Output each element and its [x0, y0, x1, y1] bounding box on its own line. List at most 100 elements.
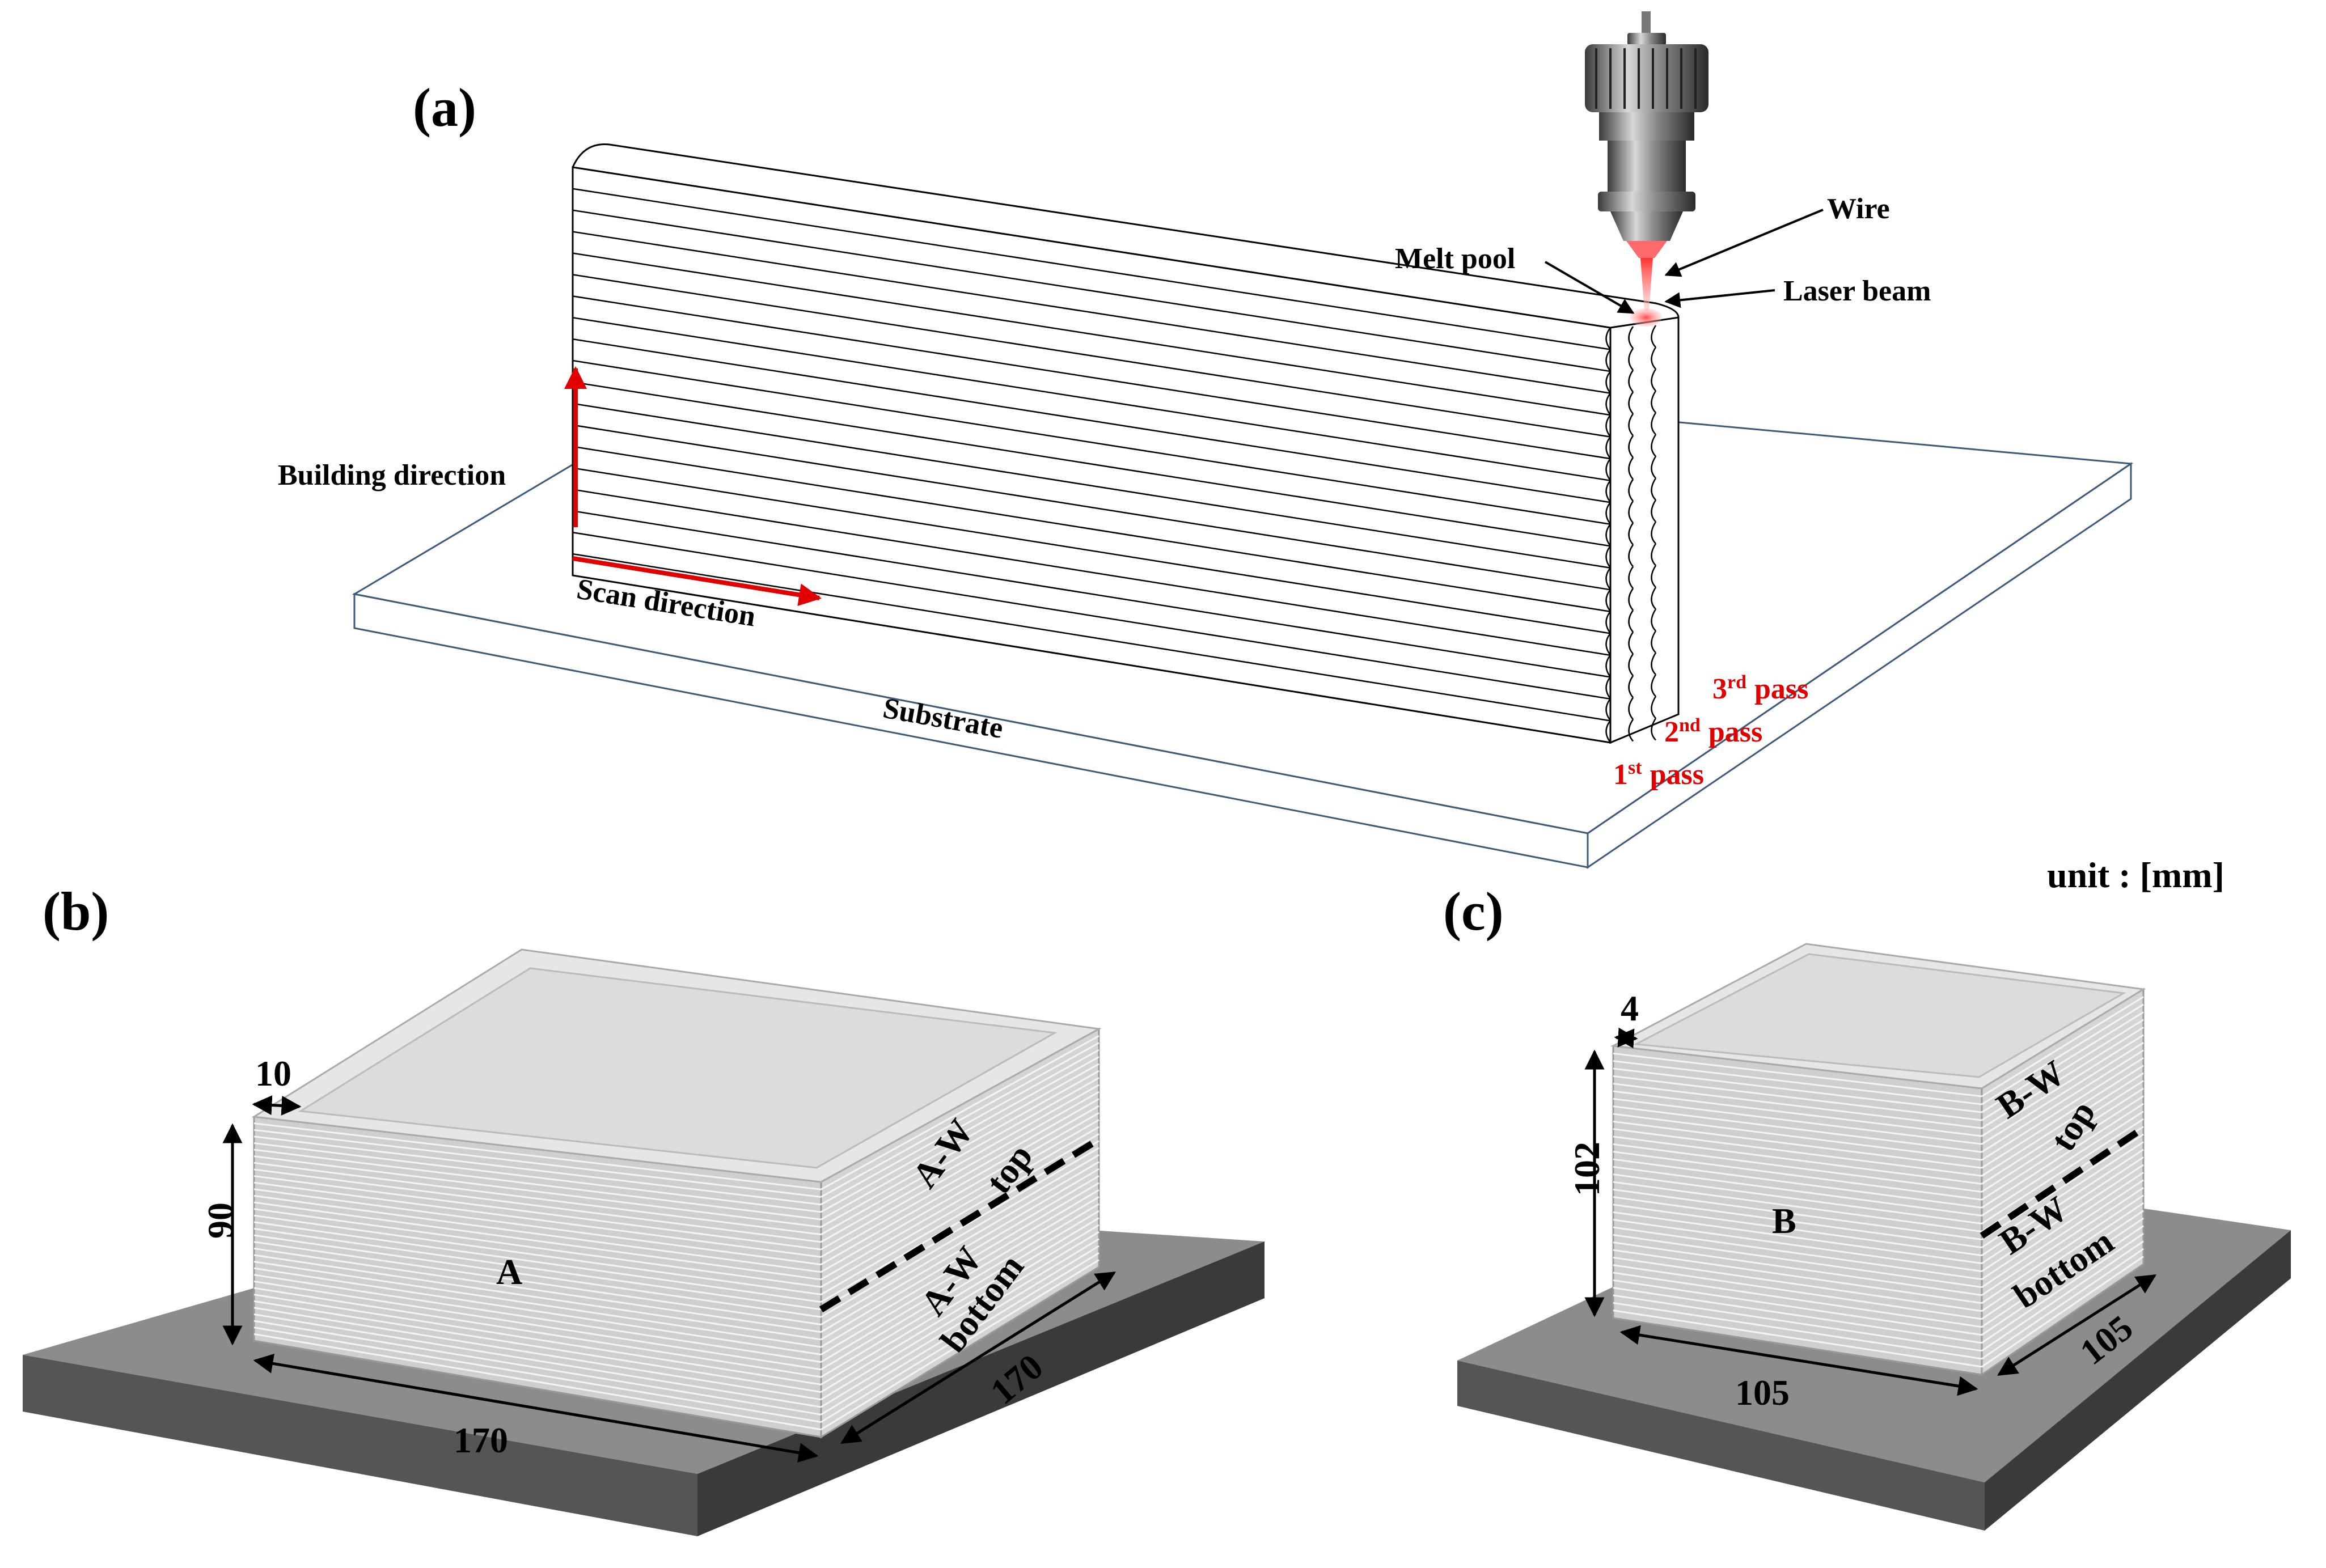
- box-b-side-layer: [1981, 1065, 2144, 1169]
- box-b-front-layer: [1613, 1188, 1982, 1241]
- substrate-front-c: [1457, 1361, 1985, 1531]
- wall-layer-line: [572, 359, 1611, 525]
- box-b-side-layer: [1981, 1156, 2144, 1264]
- box-a-side-layer: [821, 1119, 1099, 1281]
- box-a-side-layer: [821, 1133, 1099, 1295]
- box-b-side-layer: [1981, 1133, 2144, 1240]
- wall-layer-line: [572, 338, 1611, 503]
- box-a-front-layer: [253, 1234, 822, 1318]
- wall-layer-line: [572, 231, 1611, 394]
- bead-wave: [1605, 325, 1657, 350]
- bead-wave: [1605, 434, 1657, 459]
- laser-beam-label: Laser beam: [1783, 275, 1931, 307]
- bead-wave: [1605, 521, 1657, 546]
- box-a-front-layer: [253, 1254, 822, 1341]
- box-a-front-layer: [253, 1129, 822, 1198]
- box-b-front-layer: [1613, 1226, 1982, 1281]
- box-a-side-layer: [821, 1077, 1099, 1235]
- box-a-front-layer: [253, 1155, 822, 1228]
- box-a-side-layer: [821, 1042, 1099, 1198]
- wall-layer-line: [572, 188, 1611, 350]
- box-b-side-layer: [1981, 1179, 2144, 1288]
- bead-wave: [1605, 412, 1657, 438]
- box-b-side-layer: [1981, 1164, 2144, 1272]
- box-b-front-layer: [1613, 1173, 1982, 1224]
- box-b-side-layer: [1981, 996, 2144, 1097]
- box-b-front-layer: [1613, 1113, 1982, 1161]
- bead-wave: [1605, 477, 1657, 503]
- bead-wave: [1605, 587, 1657, 612]
- box-a-side-layer: [821, 1112, 1099, 1273]
- box-b-side-layer: [1981, 1011, 2144, 1113]
- box-a-side-layer: [821, 1035, 1099, 1190]
- wall-layer-line: [572, 553, 1611, 722]
- box-b-side-layer: [1981, 1072, 2144, 1177]
- panel-c: (c) 102 105 105 4 B B-W top B-W bottom: [1443, 881, 2291, 1531]
- bead-wave: [1605, 674, 1657, 700]
- face-label-b: B: [1772, 1201, 1796, 1241]
- panel-b-label: (b): [43, 881, 109, 942]
- box-b-front-layer: [1613, 1219, 1982, 1273]
- box-a-side-layer: [821, 1126, 1099, 1288]
- box-b-front-layer: [1613, 1196, 1982, 1249]
- box-b-side-layer: [1981, 1049, 2144, 1153]
- box-a-side-layer: [821, 1091, 1099, 1251]
- box-b-front-layer: [1613, 1151, 1982, 1201]
- wall-layer-line: [572, 252, 1611, 416]
- box-b-front-layer: [1613, 1120, 1982, 1169]
- deposited-wall: [572, 143, 1680, 744]
- box-b-front-layer: [1613, 1264, 1982, 1320]
- height-dim-b: 102: [1567, 1142, 1607, 1196]
- bead-wave: [1605, 718, 1657, 743]
- box-a-front-layer: [253, 1228, 822, 1311]
- face-label-a: A: [496, 1252, 522, 1292]
- wall-layer-line: [572, 209, 1611, 372]
- box-b-front-layer: [1613, 1256, 1982, 1312]
- box-b-front-layer: [1613, 1052, 1982, 1097]
- box-b-front-layer: [1613, 1067, 1982, 1113]
- wall-thickness-dim-b: 4: [1621, 988, 1639, 1028]
- box-a-front-layer: [253, 1221, 822, 1303]
- box-b-side-layer: [1981, 1034, 2144, 1137]
- box-a-front-layer: [253, 1241, 822, 1325]
- box-b-front-layer: [1613, 1234, 1982, 1289]
- box-a-front-layer: [253, 1135, 822, 1206]
- box-b-side-layer: [1981, 1141, 2144, 1248]
- panel-a: (a): [278, 11, 2134, 869]
- box-b-front-layer: [1613, 1181, 1982, 1232]
- box-b-side-layer: [1981, 1149, 2144, 1256]
- box-a-front-layer: [253, 1247, 822, 1333]
- wall-layer-line: [572, 381, 1611, 547]
- box-b-side-layer: [1981, 1111, 2144, 1217]
- wall-layer-line: [572, 446, 1611, 613]
- melt-pool-label: Melt pool: [1395, 243, 1515, 275]
- wall-end-bead-profile: [1605, 325, 1657, 743]
- box-b-front-layer: [1613, 1083, 1982, 1129]
- box-b-front-layer: [1613, 1128, 1982, 1177]
- box-b-side-layer: [1981, 1019, 2144, 1121]
- box-a-front-layer: [253, 1194, 822, 1273]
- bead-wave: [1605, 543, 1657, 569]
- bead-wave: [1605, 499, 1657, 525]
- box-a-front-layer: [253, 1188, 822, 1266]
- box-b-front-layer: [1613, 1203, 1982, 1257]
- panel-c-label: (c): [1443, 881, 1504, 942]
- box-b-side-layer: [1981, 1103, 2144, 1209]
- box-b-side-layer: [1981, 1172, 2144, 1280]
- bead-wave: [1605, 630, 1657, 656]
- wall-layer-line: [572, 531, 1611, 700]
- box-b-front-layer: [1613, 1097, 1982, 1145]
- box-front-face-b: [1612, 1045, 1983, 1376]
- building-direction-label: Building direction: [278, 459, 506, 491]
- wall-layer-line: [572, 489, 1611, 656]
- box-a-front-layer: [253, 1122, 822, 1190]
- length-front-dim-b: 105: [1735, 1372, 1790, 1413]
- box-a-front-layer: [253, 1201, 822, 1281]
- box-a-front-layer: [253, 1267, 822, 1355]
- box-a-front-layer: [253, 1168, 822, 1243]
- box-a-front-layer: [253, 1214, 822, 1296]
- wall-thickness-dim-a: 10: [255, 1053, 291, 1094]
- box-b-side-layer: [1981, 1003, 2144, 1105]
- box-b-front-layer: [1613, 1060, 1982, 1105]
